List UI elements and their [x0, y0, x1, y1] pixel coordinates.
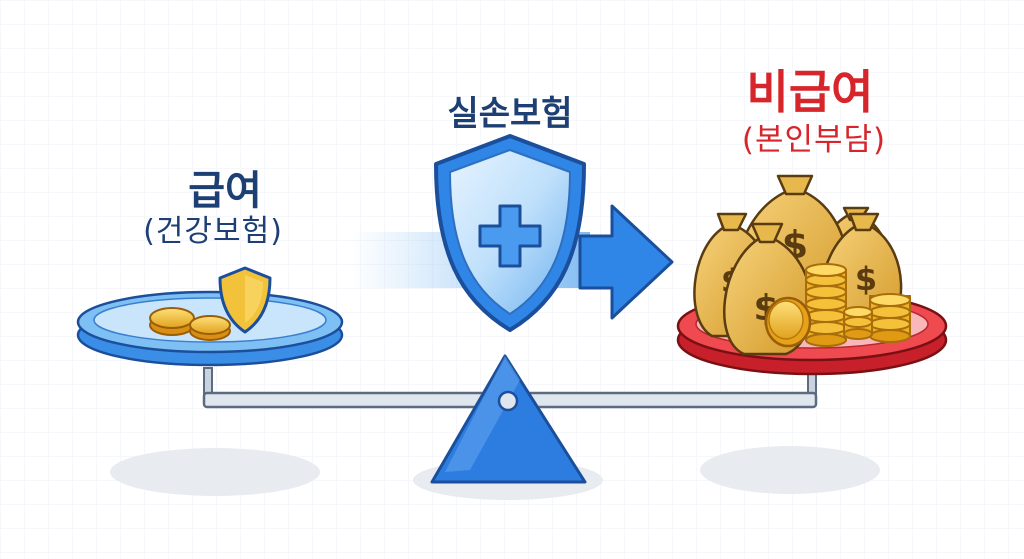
coin-stack-icon	[805, 263, 911, 347]
right-title: 비급여	[746, 65, 874, 119]
arrow-icon	[578, 204, 674, 320]
left-subtitle: (건강보험)	[143, 214, 283, 249]
center-title: 실손보험	[447, 94, 573, 134]
right-subtitle: (본인부담)	[741, 122, 887, 158]
svg-text:$: $	[855, 260, 877, 298]
cross-icon	[478, 204, 542, 268]
left-title: 급여	[188, 168, 262, 214]
shield-icon-small	[218, 266, 272, 334]
shadow-right	[700, 446, 880, 494]
scale-fulcrum	[430, 354, 587, 484]
coin-icon-right	[764, 296, 812, 348]
shield-icon-main	[434, 134, 586, 332]
shadow-left	[110, 448, 320, 496]
coin-icon-left	[149, 307, 231, 341]
